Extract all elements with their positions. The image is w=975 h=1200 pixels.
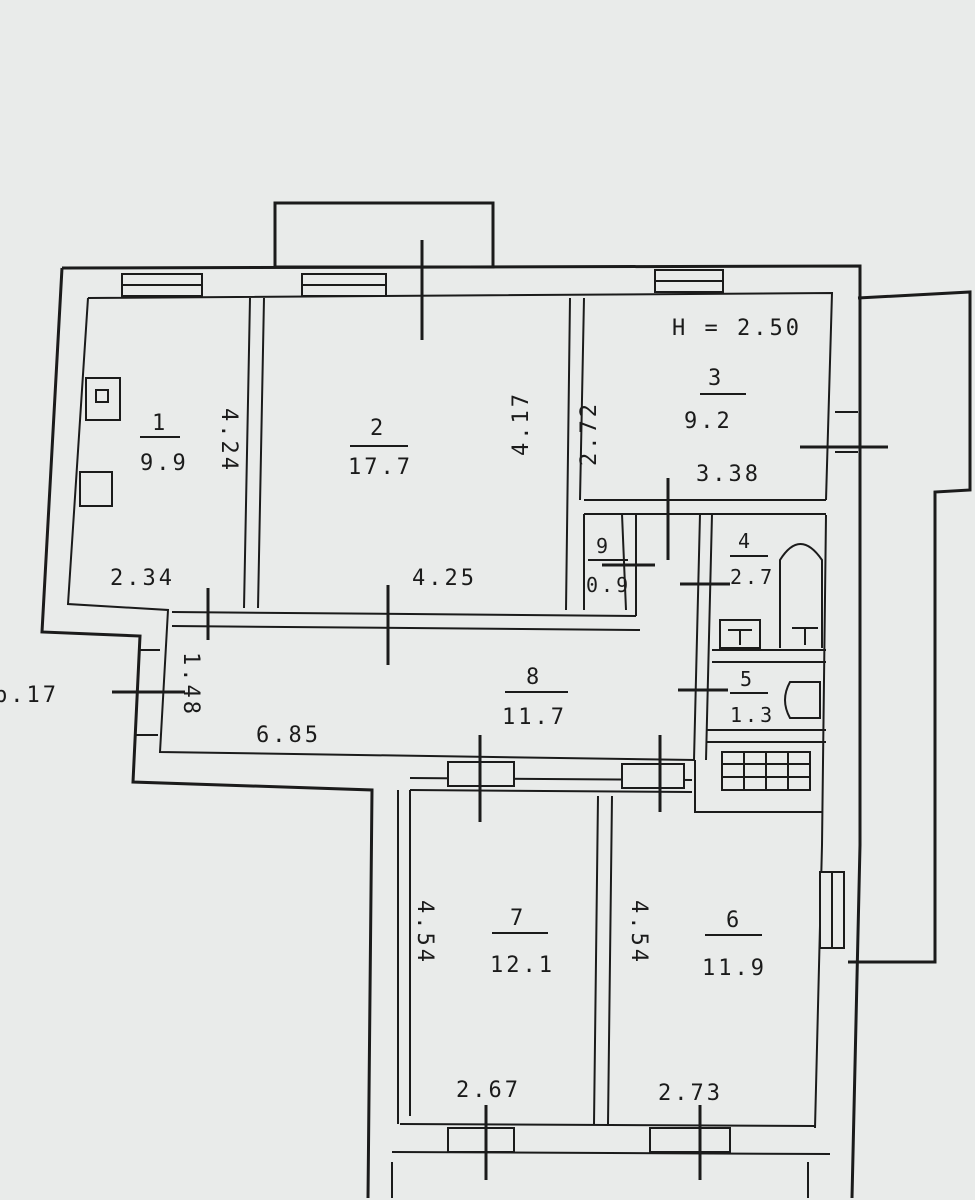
window-room-6-bottom <box>649 1127 731 1153</box>
wall-toilet-bottom <box>706 729 826 743</box>
room-6-width: 2.73 <box>658 1081 723 1106</box>
room-8-width: 6.85 <box>256 723 321 748</box>
room-2-area: 17.7 <box>348 455 413 480</box>
room-3-length: 2.72 <box>577 401 602 466</box>
room-6-length: 4.54 <box>626 900 651 965</box>
room-9-number: 9 <box>596 534 611 558</box>
room-6-area: 11.9 <box>702 956 767 981</box>
room-1-number: 1 <box>152 411 168 436</box>
room-5-area: 1.3 <box>730 703 775 727</box>
room-2-width: 4.25 <box>412 566 477 591</box>
room-7-length: 4.54 <box>412 900 437 965</box>
stove-icon <box>85 377 121 421</box>
window-room-7 <box>447 1127 515 1153</box>
wall-room3-bottom <box>584 499 826 515</box>
room-6-number: 6 <box>726 908 742 933</box>
wall-room1-room2 <box>243 297 265 609</box>
stove-burner-icon <box>95 389 109 403</box>
room-3-number: 3 <box>708 366 724 391</box>
wall-bath-toilet <box>712 649 826 663</box>
wall-room2-room3 <box>565 297 585 611</box>
bathtub-icon <box>779 543 823 648</box>
room-1-area: 9.9 <box>140 451 189 476</box>
outer-wall-left <box>40 267 374 1199</box>
toilet-icon <box>784 681 821 719</box>
room-5-number: 5 <box>740 667 755 691</box>
side-dimension-label: b.17 <box>0 683 59 708</box>
bath-tap-icon <box>792 627 818 645</box>
room-4-number: 4 <box>738 529 753 553</box>
wall-room7-left <box>397 790 411 1124</box>
room-1-width: 2.34 <box>110 566 175 591</box>
room-7-number: 7 <box>510 906 526 931</box>
room-1-length: 4.24 <box>216 408 241 473</box>
room-2-length: 4.17 <box>509 391 534 456</box>
room-8-length: 1.48 <box>178 652 203 717</box>
stair-annex-outline <box>848 290 972 964</box>
room-4-area: 2.7 <box>730 565 775 589</box>
room-3-width: 3.38 <box>696 462 761 487</box>
ventilation-grille-icon <box>721 751 811 791</box>
inner-wall-left-line <box>66 297 696 761</box>
room-7-width: 2.67 <box>456 1078 521 1103</box>
room-2-number: 2 <box>370 416 386 441</box>
balcony <box>273 201 495 269</box>
vent-shaft-wall <box>694 760 822 813</box>
sink-icon <box>719 619 761 649</box>
room-7-area: 12.1 <box>490 953 555 978</box>
room-fraction-bars <box>140 393 768 936</box>
corridor-doorway-right <box>621 763 685 789</box>
wall-room6-room7 <box>593 795 613 1125</box>
room-8-number: 8 <box>526 665 542 690</box>
bath-block-wall <box>693 513 713 761</box>
wall-corridor-top <box>171 611 641 631</box>
room-8-area: 11.7 <box>502 705 567 730</box>
kitchen-sink-icon <box>79 471 113 507</box>
ceiling-height-label: H = 2.50 <box>672 316 802 341</box>
room-9-area: 0.9 <box>586 573 631 597</box>
lower-floor-walls <box>391 1162 809 1198</box>
sink-tap-icon <box>728 629 752 645</box>
outer-wall-right <box>61 264 862 1199</box>
room-3-area: 9.2 <box>684 409 733 434</box>
left-wall-opening <box>136 649 160 736</box>
